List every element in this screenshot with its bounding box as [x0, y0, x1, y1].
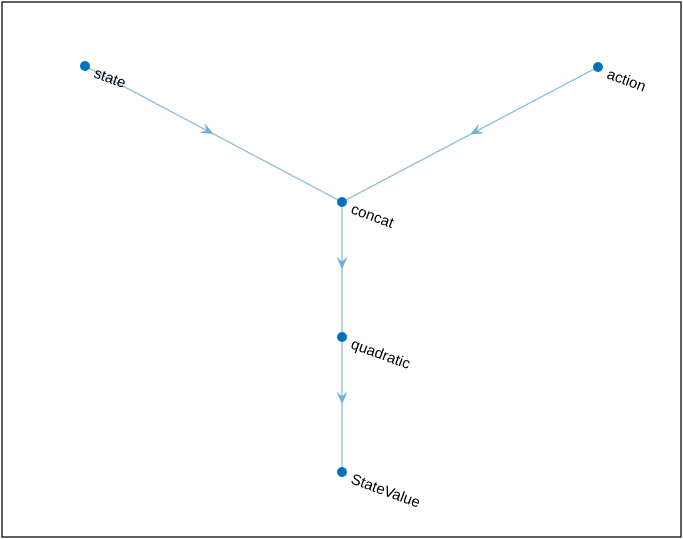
node-label-state: state: [92, 65, 128, 92]
node-label-concat: concat: [349, 201, 397, 232]
node-label-action: action: [605, 66, 648, 96]
arrowhead-state-concat: [199, 123, 214, 134]
node-label-StateValue: StateValue: [349, 471, 423, 512]
node-label-quadratic: quadratic: [349, 336, 413, 373]
node-StateValue: [337, 467, 347, 477]
arrowhead-action-concat: [470, 123, 485, 135]
arrowhead-concat-quadratic: [336, 256, 348, 270]
node-concat: [337, 197, 347, 207]
node-action: [593, 62, 603, 72]
node-quadratic: [337, 332, 347, 342]
node-state: [80, 61, 90, 71]
arrowhead-quadratic-StateValue: [336, 391, 348, 405]
